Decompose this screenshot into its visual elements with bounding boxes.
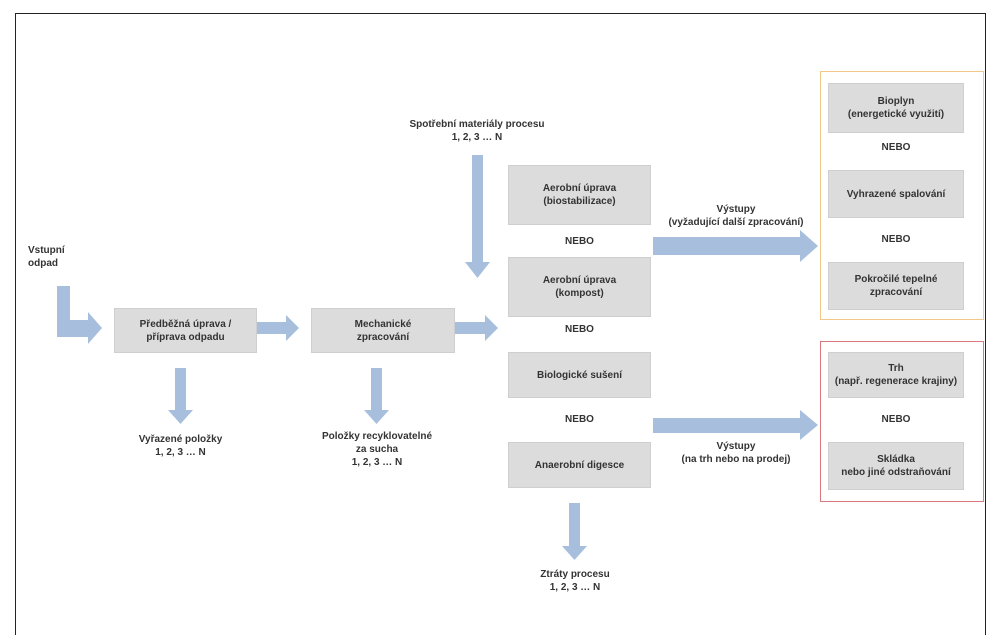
- landfill-box: Skládka nebo jiné odstraňování: [828, 442, 964, 490]
- arrow-rejected-down: [168, 368, 193, 424]
- further-processing-group: [820, 71, 984, 320]
- advanced-thermal-box: Pokročilé tepelné zpracování: [828, 262, 964, 310]
- or-label-4: NEBO: [881, 142, 911, 153]
- aerobic-biostabilization-box: Aerobní úprava (biostabilizace): [508, 165, 651, 225]
- market-disposal-group: [820, 341, 984, 502]
- or-label-2: NEBO: [565, 324, 594, 335]
- biological-drying-box: Biologické sušení: [508, 352, 651, 398]
- arrow-outputs-market: [653, 410, 818, 440]
- or-label-5: NEBO: [881, 234, 911, 245]
- input-waste-label: Vstupní odpad: [28, 245, 65, 269]
- arrow-pretreat-to-mech: [257, 315, 299, 341]
- dedicated-incineration-box: Vyhrazené spalování: [828, 170, 964, 218]
- arrow-losses-down: [562, 503, 587, 560]
- or-label-1: NEBO: [565, 236, 594, 247]
- mechanical-processing-box: Mechanické zpracování: [311, 308, 455, 353]
- pretreatment-box: Předběžná úprava / příprava odpadu: [114, 308, 257, 353]
- market-box: Trh (např. regenerace krajiny): [828, 352, 964, 398]
- rejected-items-label: Vyřazené položky 1, 2, 3 … N: [138, 434, 223, 458]
- arrow-consumables-down: [465, 155, 490, 278]
- outputs-further-processing-label: Výstupy (vyžadující další zpracování): [668, 204, 804, 228]
- arrow-outputs-further: [653, 230, 818, 262]
- anaerobic-digestion-box: Anaerobní digesce: [508, 442, 651, 488]
- arrow-recyclables-down: [364, 368, 389, 424]
- dry-recyclables-label: Položky recyklovatelné za sucha 1, 2, 3 …: [321, 431, 433, 468]
- arrow-mech-to-treatment: [455, 315, 498, 341]
- diagram-frame: [15, 13, 986, 635]
- process-losses-label: Ztráty procesu 1, 2, 3 … N: [540, 569, 610, 593]
- or-label-6: NEBO: [881, 414, 911, 425]
- biogas-box: Bioplyn (energetické využití): [828, 83, 964, 133]
- outputs-market-label: Výstupy (na trh nebo na prodej): [681, 441, 791, 465]
- or-label-3: NEBO: [565, 414, 594, 425]
- process-consumables-label: Spotřební materiály procesu 1, 2, 3 … N: [409, 119, 545, 143]
- aerobic-compost-box: Aerobní úprava (kompost): [508, 257, 651, 317]
- input-arrow: [57, 286, 102, 344]
